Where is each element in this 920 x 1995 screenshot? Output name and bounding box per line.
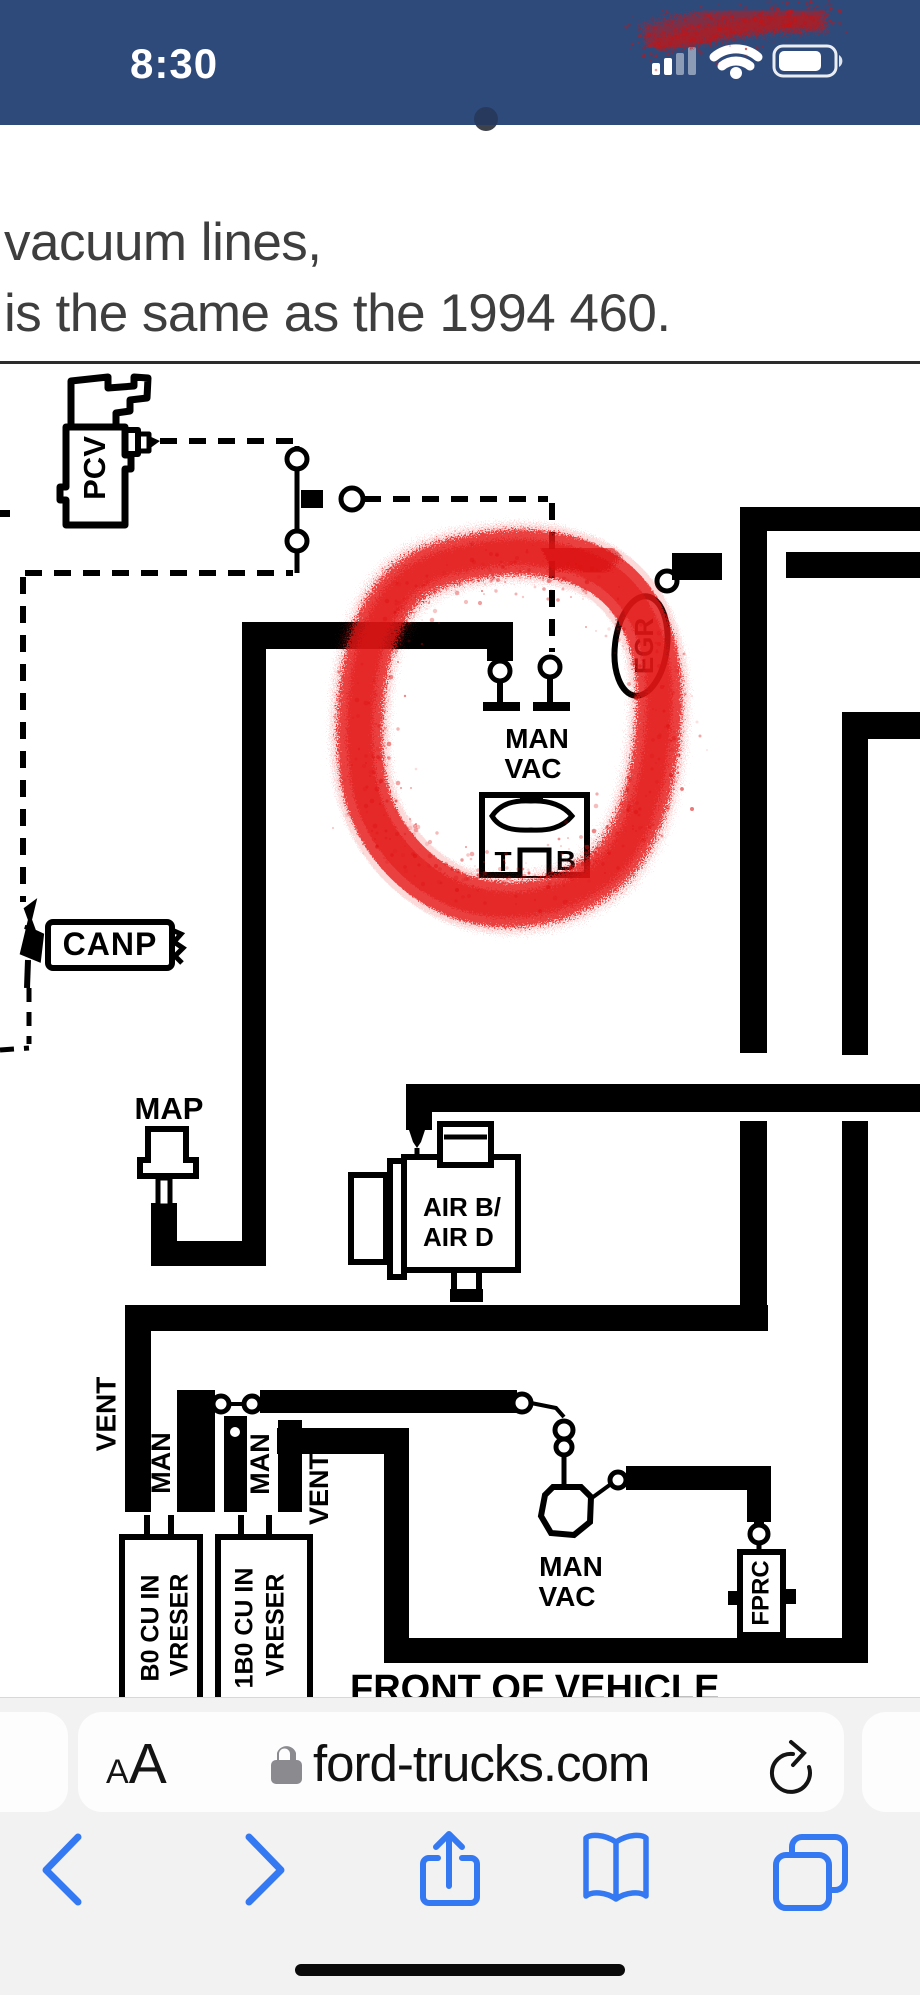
svg-text:CANP: CANP: [63, 926, 158, 962]
svg-text:B0 CU IN: B0 CU IN: [137, 1575, 165, 1682]
svg-text:VAC: VAC: [504, 753, 561, 784]
svg-text:PCV: PCV: [77, 436, 112, 500]
svg-text:FPRC: FPRC: [747, 1560, 774, 1625]
svg-text:VRESER: VRESER: [262, 1574, 290, 1677]
svg-text:VENT: VENT: [304, 1452, 334, 1525]
svg-text:T: T: [494, 846, 511, 877]
svg-text:AIR D: AIR D: [423, 1222, 494, 1252]
svg-text:MAN: MAN: [539, 1551, 603, 1582]
svg-text:VRESER: VRESER: [166, 1574, 194, 1677]
svg-text:MAN: MAN: [505, 723, 569, 754]
svg-text:AIR B/: AIR B/: [423, 1192, 501, 1222]
svg-text:MAN: MAN: [245, 1433, 275, 1495]
svg-text:1B0 CU IN: 1B0 CU IN: [231, 1568, 259, 1689]
svg-text:MAP: MAP: [135, 1091, 204, 1126]
svg-text:VAC: VAC: [538, 1581, 595, 1612]
svg-text:MAN: MAN: [146, 1432, 176, 1494]
svg-text:VENT: VENT: [90, 1377, 121, 1452]
